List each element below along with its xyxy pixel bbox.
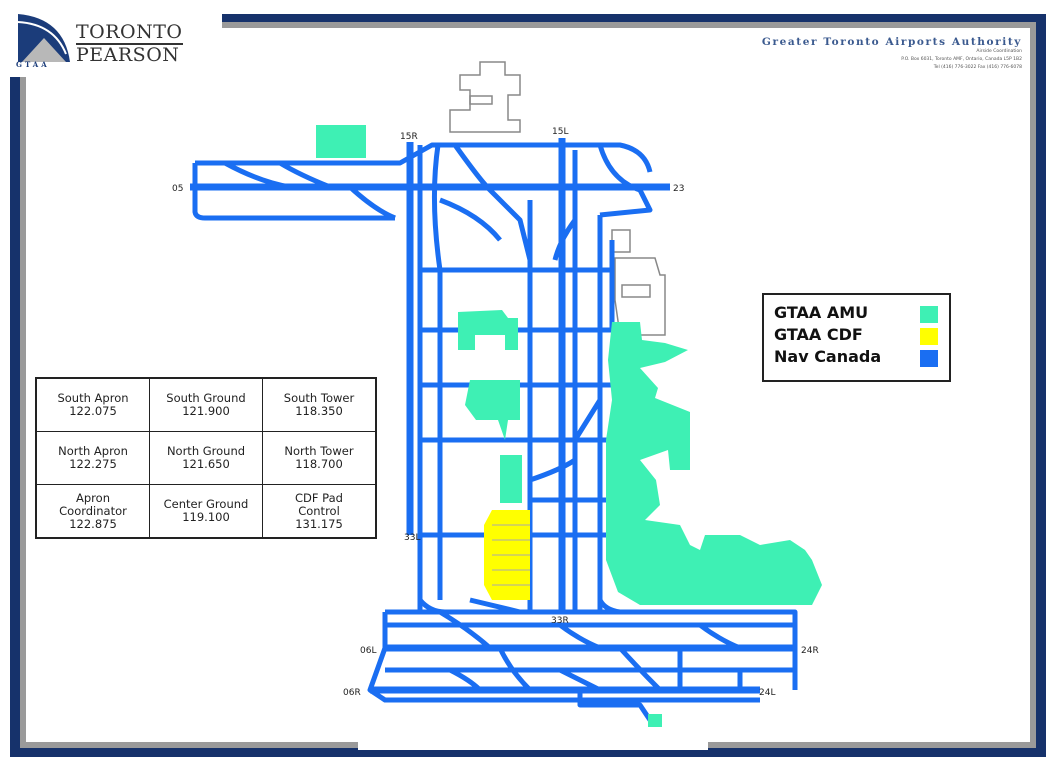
logo-line2: PEARSON [76,44,180,66]
freq-name: North Ground [166,444,246,458]
runway-label-23: 23 [673,184,684,194]
freq-value: 122.875 [69,516,117,531]
organization-name: Greater Toronto Airports Authority [761,36,1022,48]
freq-name: South Apron [57,391,129,405]
freq-name: CDF Pad Control [295,490,343,518]
amu-area-north [316,125,366,158]
freq-value: 121.650 [182,457,230,471]
freq-value: 118.700 [295,457,343,471]
runway-label-05: 05 [172,184,183,194]
legend-swatch-cdf [920,328,938,345]
freq-name: South Tower [283,391,355,405]
address: P.O. Box 6031, Toronto AMF, Ontario, Can… [901,57,1022,62]
phone: Tel (416) 776-3022 Fax (416) 776-6078 [933,65,1022,70]
freq-name: North Tower [284,444,354,458]
amu-area-infield-south [500,455,522,503]
amu-area-infield [465,380,520,440]
freq-name: South Ground [166,391,246,405]
runway-label-24L: 24L [759,688,775,698]
runways [190,138,797,694]
runway-label-15R: 15R [400,132,418,142]
bottom-bar [358,738,708,750]
gtaa-logo-icon [17,14,70,62]
gtaa-cdf-area [484,510,530,600]
amu-area-terminal [606,322,822,605]
freq-value: 122.075 [69,404,117,418]
runway-label-33L: 33L [404,533,420,543]
logo-area: GTAA TORONTO PEARSON [0,0,222,77]
freq-value: 122.275 [69,457,117,471]
freq-value: 118.350 [295,404,343,418]
runway-label-06R: 06R [343,688,361,698]
logo-line1: TORONTO [76,21,183,45]
freq-name: North Apron [58,444,128,458]
legend-swatch-navcanada [920,350,938,367]
amu-area-pier [458,310,518,350]
legend-label-navcanada: Nav Canada [774,347,882,366]
terminal-buildings [449,61,666,336]
runway-label-24R: 24R [801,646,819,656]
legend-swatch-amu [920,306,938,323]
runway-label-33R: 33R [551,616,569,626]
freq-value: 131.175 [295,516,343,531]
freq-name: Apron Coordinator [59,490,127,518]
amu-area-south-pad [648,714,662,727]
header-block: Greater Toronto Airports Authority Airsi… [762,36,1022,72]
department: Airside Coordination [976,49,1022,54]
legend-label-amu: GTAA AMU [774,303,869,322]
logo-wordmark: TORONTO PEARSON [76,22,183,66]
freq-name: Center Ground [163,497,249,511]
freq-value: 121.900 [182,404,230,418]
taxiways [192,142,798,723]
freq-value: 119.100 [182,510,230,524]
logo-abbrev: GTAA [16,60,50,69]
gtaa-amu-areas [316,125,822,727]
runway-label-15L: 15L [552,127,568,137]
legend-label-cdf: GTAA CDF [774,325,863,344]
runway-label-06L: 06L [360,646,376,656]
map-legend: GTAA AMU GTAA CDF Nav Canada [762,293,951,382]
